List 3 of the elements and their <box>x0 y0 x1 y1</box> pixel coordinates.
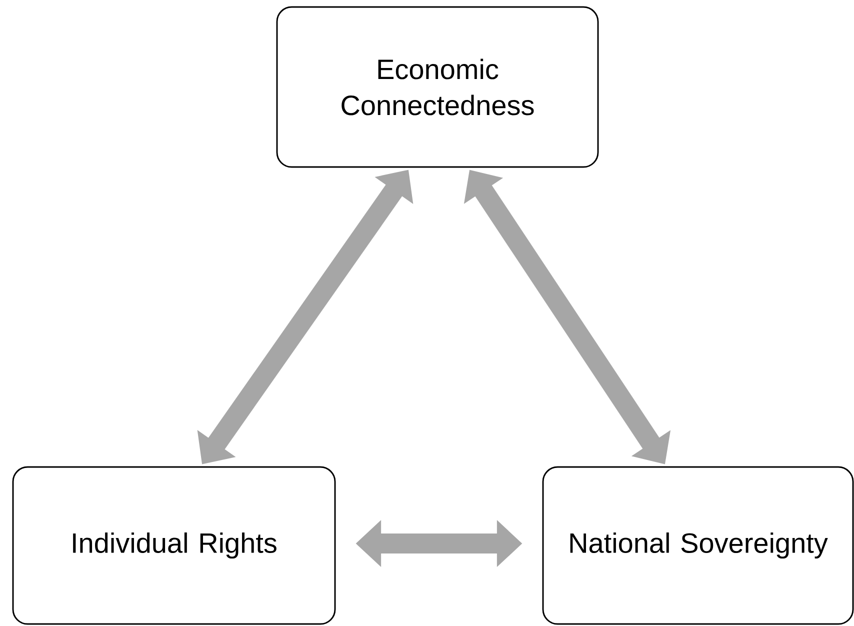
text-box: Economic Connectedness <box>276 6 599 168</box>
text-box: National Sovereignty <box>542 466 854 625</box>
text-box: Individual Rights <box>12 466 336 625</box>
